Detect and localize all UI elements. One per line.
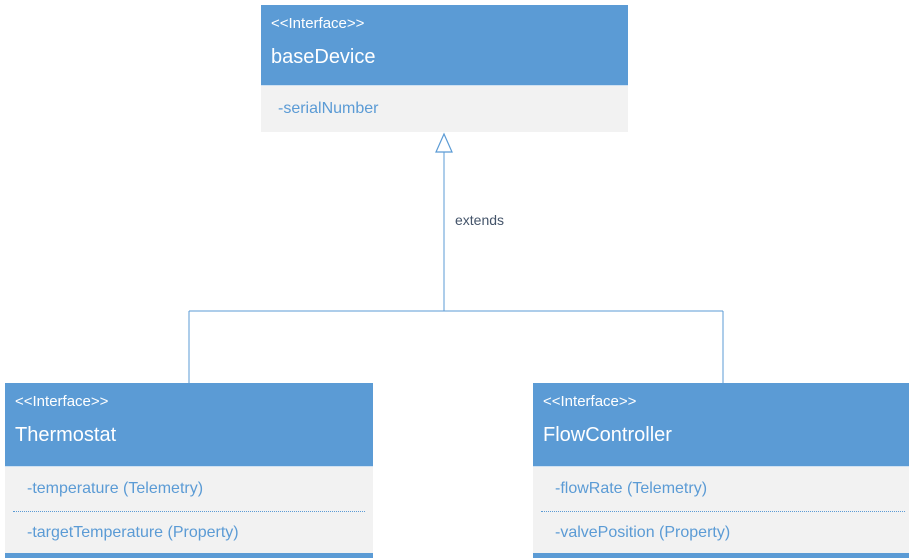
inheritance-arrow-icon — [435, 132, 453, 153]
node-basedevice-header: <<Interface>> baseDevice — [261, 5, 628, 86]
node-thermostat-stereotype: <<Interface>> — [15, 393, 109, 410]
attribute-divider — [13, 511, 365, 512]
attribute-valveposition: -valvePosition (Property) — [555, 523, 731, 541]
node-basedevice-stereotype: <<Interface>> — [271, 15, 365, 32]
node-flowcontroller-stereotype: <<Interface>> — [543, 393, 637, 410]
node-flowcontroller-header: <<Interface>> FlowController — [533, 383, 909, 467]
node-thermostat-header: <<Interface>> Thermostat — [5, 383, 373, 467]
attribute-divider — [541, 511, 905, 512]
node-flowcontroller: <<Interface>> FlowController -flowRate (… — [533, 383, 909, 558]
node-flowcontroller-body: -flowRate (Telemetry) -valvePosition (Pr… — [533, 467, 909, 553]
node-basedevice-body: -serialNumber — [261, 86, 628, 132]
node-thermostat-title: Thermostat — [15, 424, 117, 446]
node-flowcontroller-title: FlowController — [543, 424, 672, 446]
node-thermostat-body: -temperature (Telemetry) -targetTemperat… — [5, 467, 373, 553]
attribute-targettemperature: -targetTemperature (Property) — [27, 523, 239, 541]
node-thermostat: <<Interface>> Thermostat -temperature (T… — [5, 383, 373, 558]
attribute-temperature: -temperature (Telemetry) — [27, 480, 204, 497]
node-thermostat-bottom-compartment-strip — [5, 553, 373, 558]
node-basedevice: <<Interface>> baseDevice -serialNumber — [261, 5, 628, 133]
node-flowcontroller-bottom-compartment-strip — [533, 553, 909, 558]
attribute-serialnumber: -serialNumber — [278, 100, 379, 117]
relationship-label: extends — [455, 212, 505, 228]
node-basedevice-title: baseDevice — [271, 46, 376, 68]
attribute-flowrate: -flowRate (Telemetry) — [555, 480, 708, 497]
